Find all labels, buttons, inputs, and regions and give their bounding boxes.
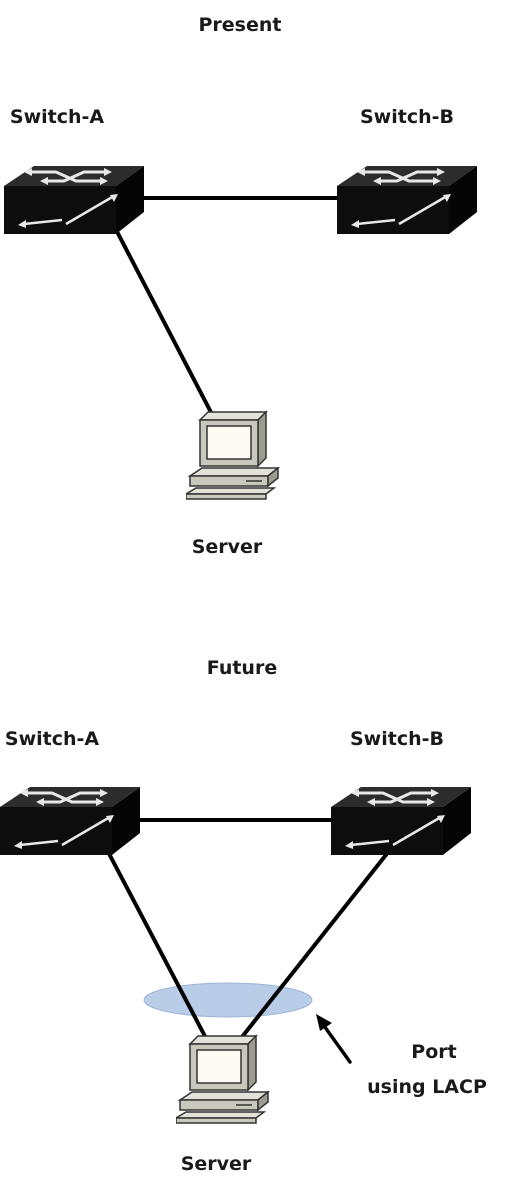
- future-switch-b-label: Switch-B: [350, 728, 444, 750]
- present-link-switch-a-server: [110, 220, 217, 422]
- future-switch-a-label: Switch-A: [5, 728, 100, 750]
- present-server-icon: [186, 411, 279, 500]
- present-server-label: Server: [192, 536, 263, 558]
- future-switch-b-icon: [331, 787, 471, 855]
- future-server-icon: [176, 1035, 269, 1124]
- present-diagram: Present Switch-A Switch-B Server: [4, 14, 477, 558]
- present-title: Present: [199, 14, 282, 36]
- pointer-arrow-icon: [316, 1014, 352, 1064]
- future-server-label: Server: [181, 1153, 252, 1175]
- future-link-switch-b-server: [236, 844, 395, 1044]
- annotation-line-2: using LACP: [367, 1076, 487, 1098]
- annotation-line-1: Port: [411, 1041, 456, 1063]
- present-switch-a-icon: [4, 166, 144, 234]
- present-switch-a-label: Switch-A: [10, 106, 105, 128]
- future-diagram: Future Switch-A Switch-B Server Port usi…: [0, 657, 487, 1175]
- future-switch-a-icon: [0, 787, 140, 855]
- present-switch-b-label: Switch-B: [360, 106, 454, 128]
- future-title: Future: [207, 657, 277, 679]
- present-switch-b-icon: [337, 166, 477, 234]
- future-link-switch-a-server: [103, 844, 210, 1044]
- lacp-port-ellipse: [143, 982, 313, 1018]
